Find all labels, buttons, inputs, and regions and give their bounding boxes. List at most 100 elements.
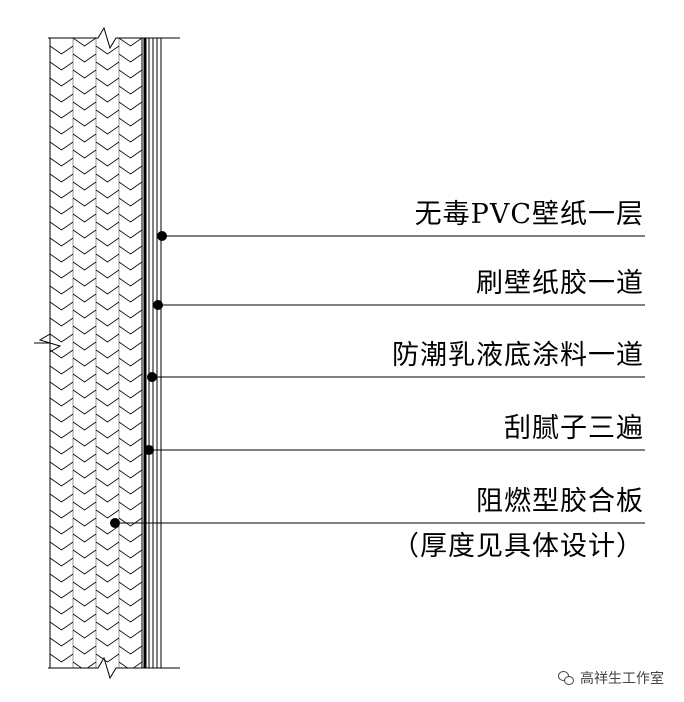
hatch-chevron (50, 205, 74, 215)
break-line-left (34, 320, 62, 366)
plywood-hatch (50, 38, 142, 686)
hatch-chevron (50, 525, 74, 535)
hatch-chevron (72, 613, 97, 623)
hatch-chevron (72, 533, 97, 543)
hatch-chevron (95, 541, 120, 551)
hatch-chevron (72, 245, 97, 255)
label-pvc-wallpaper: 无毒PVC壁纸一层 (414, 199, 644, 230)
hatch-chevron (95, 365, 120, 375)
hatch-chevron (95, 237, 120, 247)
hatch-chevron (50, 253, 74, 263)
hatch-chevron (72, 453, 97, 463)
label-thickness-note: （厚度见具体设计） (392, 531, 644, 562)
hatch-chevron (50, 285, 74, 295)
hatch-chevron (72, 389, 97, 399)
hatch-chevron (72, 213, 97, 223)
hatch-chevron (50, 173, 74, 183)
hatch-chevron (72, 38, 97, 47)
hatch-chevron (118, 533, 142, 543)
break-line-top (48, 26, 180, 50)
hatch-chevron (95, 253, 120, 263)
hatch-chevron (118, 501, 142, 511)
hatch-chevron (95, 557, 120, 567)
hatch-chevron (118, 38, 142, 47)
hatch-chevron (50, 189, 74, 199)
hatch-chevron (95, 205, 120, 215)
hatch-chevron (50, 413, 74, 423)
hatch-chevron (95, 157, 120, 167)
hatch-chevron (50, 509, 74, 519)
hatch-chevron (118, 405, 142, 415)
dot-3 (147, 372, 157, 382)
hatch-chevron (50, 541, 74, 551)
hatch-chevron (118, 197, 142, 207)
break-line-bottom (48, 656, 180, 680)
wechat-icon (558, 671, 574, 685)
hatch-chevron (118, 85, 142, 95)
hatch-chevron (118, 245, 142, 255)
hatch-chevron (60, 38, 63, 39)
hatch-chevron (72, 405, 97, 415)
hatch-chevron (95, 317, 120, 327)
hatch-chevron (118, 293, 142, 303)
hatch-chevron (95, 445, 120, 455)
hatch-chevron (50, 381, 74, 391)
hatch-chevron (95, 333, 120, 343)
watermark-text: 高祥生工作室 (580, 671, 664, 687)
hatch-chevron (50, 670, 73, 678)
hatch-chevron (50, 429, 74, 439)
hatch-chevron (72, 181, 97, 191)
hatch-chevron (118, 357, 142, 367)
label-wallpaper-glue: 刷壁纸胶一道 (476, 268, 644, 299)
hatch-chevron (50, 77, 74, 87)
hatch-chevron (118, 165, 142, 175)
hatch-chevron (95, 621, 120, 631)
hatch-chevron (95, 605, 120, 615)
hatch-chevron (72, 597, 97, 607)
hatch-chevron (95, 189, 120, 199)
hatch-chevron (72, 197, 97, 207)
hatch-chevron (72, 581, 97, 591)
hatch-chevron (118, 133, 142, 143)
hatch-chevron (50, 573, 74, 583)
hatch-chevron (72, 293, 97, 303)
hatch-chevron (73, 678, 96, 686)
hatch-chevron (95, 589, 120, 599)
hatch-chevron (50, 45, 74, 55)
leader-dots (110, 231, 167, 528)
label-moisture-primer: 防潮乳液底涂料一道 (392, 340, 644, 371)
hatch-chevron (50, 237, 74, 247)
hatch-chevron (50, 653, 74, 663)
hatch-chevron (95, 125, 120, 135)
hatch-chevron (95, 269, 120, 279)
hatch-chevron (118, 213, 142, 223)
hatch-chevron (72, 437, 97, 447)
hatch-chevron (72, 85, 97, 95)
hatch-chevron (50, 461, 74, 471)
hatch-chevron (72, 373, 97, 383)
dot-2 (153, 300, 163, 310)
hatch-chevron (118, 389, 142, 399)
hatch-chevron (95, 413, 120, 423)
hatch-chevron (50, 301, 74, 311)
dot-4 (144, 445, 154, 455)
hatch-chevron (95, 525, 120, 535)
hatch-chevron (118, 229, 142, 239)
hatch-chevron (72, 549, 97, 559)
hatch-chevron (72, 661, 97, 668)
hatch-chevron (72, 629, 97, 639)
hatch-chevron (72, 117, 97, 127)
hatch-chevron (95, 77, 120, 87)
hatch-chevron (72, 229, 97, 239)
hatch-chevron (118, 277, 142, 287)
hatch-chevron (95, 429, 120, 439)
hatch-chevron (118, 581, 142, 591)
hatch-chevron (95, 653, 120, 663)
hatch-chevron (118, 629, 142, 639)
hatch-chevron (118, 565, 142, 575)
hatch-chevron (118, 149, 142, 159)
hatch-chevron (95, 141, 120, 151)
hatch-chevron (95, 349, 120, 359)
hatch-chevron (118, 325, 142, 335)
